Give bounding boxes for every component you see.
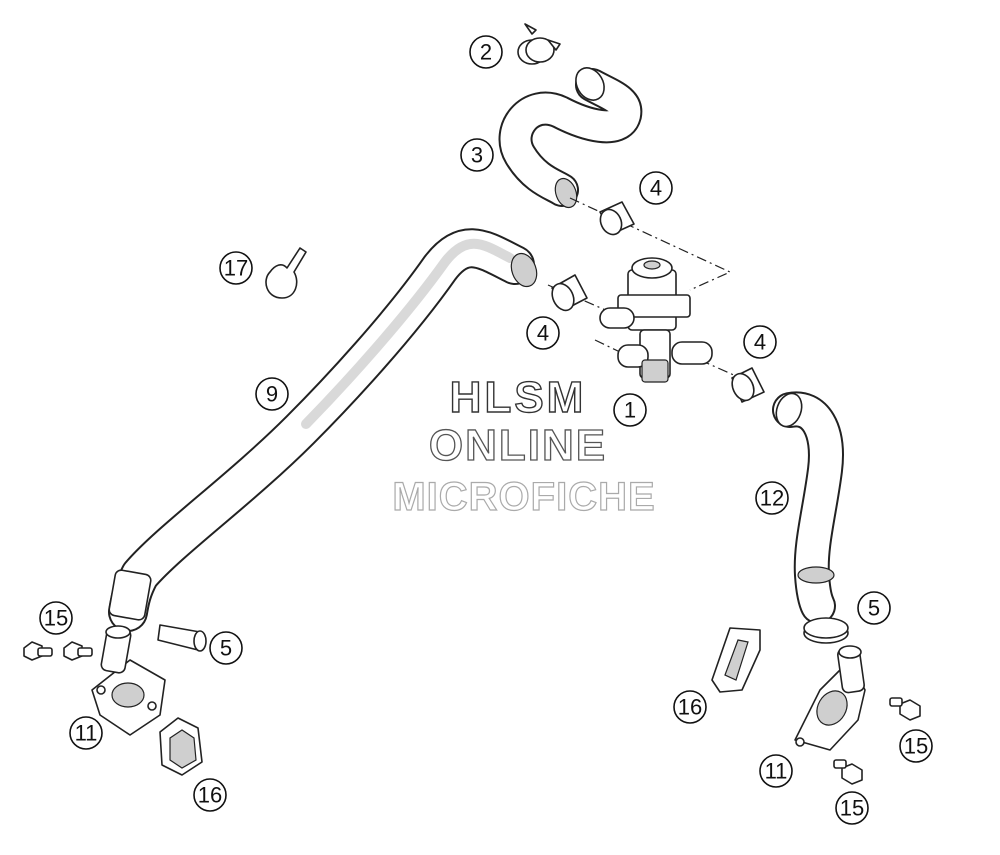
gasket-part-16-right xyxy=(711,627,761,693)
clamp-part-4-left xyxy=(551,274,588,312)
callout-16-right: 16 xyxy=(673,690,707,724)
svg-text:15: 15 xyxy=(44,606,68,631)
callout-4-upper: 4 xyxy=(639,171,673,205)
svg-text:11: 11 xyxy=(75,721,98,746)
svg-text:4: 4 xyxy=(650,176,662,201)
svg-text:4: 4 xyxy=(754,330,766,355)
svg-text:5: 5 xyxy=(868,596,880,621)
callout-5-left: 5 xyxy=(209,631,243,665)
watermark-line-1: HLSM xyxy=(450,373,587,422)
callout-3: 3 xyxy=(460,138,494,172)
hose-part-12 xyxy=(772,391,844,624)
cover-part-11-left xyxy=(91,625,166,736)
callout-15-right-upper: 15 xyxy=(899,729,933,763)
watermark-line-3: MICROFICHE xyxy=(392,475,655,519)
svg-text:12: 12 xyxy=(760,486,784,511)
callout-11-left: 11 xyxy=(69,716,103,750)
bolt-part-15-d xyxy=(833,759,863,785)
svg-text:11: 11 xyxy=(765,759,788,784)
bolt-part-15-a xyxy=(23,641,53,661)
svg-text:15: 15 xyxy=(840,796,864,821)
svg-text:15: 15 xyxy=(904,734,928,759)
svg-text:1: 1 xyxy=(624,398,636,423)
clamp-part-2 xyxy=(517,23,561,65)
hose-part-3 xyxy=(498,67,643,209)
svg-text:3: 3 xyxy=(471,143,483,168)
callout-17: 17 xyxy=(219,251,253,285)
callout-5-right: 5 xyxy=(857,591,891,625)
svg-text:9: 9 xyxy=(266,382,278,407)
callout-4-left: 4 xyxy=(526,316,560,350)
bolt-part-15-c xyxy=(889,697,921,721)
watermark-line-2: ONLINE xyxy=(429,421,607,470)
svg-text:17: 17 xyxy=(224,256,248,281)
callout-9: 9 xyxy=(255,377,289,411)
svg-text:4: 4 xyxy=(537,321,549,346)
svg-text:2: 2 xyxy=(480,40,492,65)
callout-1: 1 xyxy=(613,393,647,427)
callout-15-right-lower: 15 xyxy=(835,791,869,825)
hose-part-9 xyxy=(108,228,538,632)
cover-part-11-right xyxy=(794,645,866,751)
callout-11-right: 11 xyxy=(759,754,793,788)
clamp-part-5-right xyxy=(803,617,849,644)
svg-text:16: 16 xyxy=(198,783,222,808)
clamp-part-5-left xyxy=(157,624,207,652)
callout-2: 2 xyxy=(469,35,503,69)
watermark: HLSM ONLINE MICROFICHE xyxy=(392,372,656,519)
callout-4-right: 4 xyxy=(743,325,777,359)
clip-part-17 xyxy=(265,247,307,299)
callout-16-left: 16 xyxy=(193,778,227,812)
bolt-part-15-b xyxy=(63,641,93,661)
callout-15-left: 15 xyxy=(39,601,73,635)
valve-part-1 xyxy=(599,257,713,383)
svg-text:5: 5 xyxy=(220,636,232,661)
svg-text:16: 16 xyxy=(678,695,702,720)
clamp-part-4-right xyxy=(731,367,765,403)
callout-12: 12 xyxy=(755,481,789,515)
gasket-part-16-left xyxy=(159,717,203,776)
clamp-part-4-upper xyxy=(599,201,635,236)
